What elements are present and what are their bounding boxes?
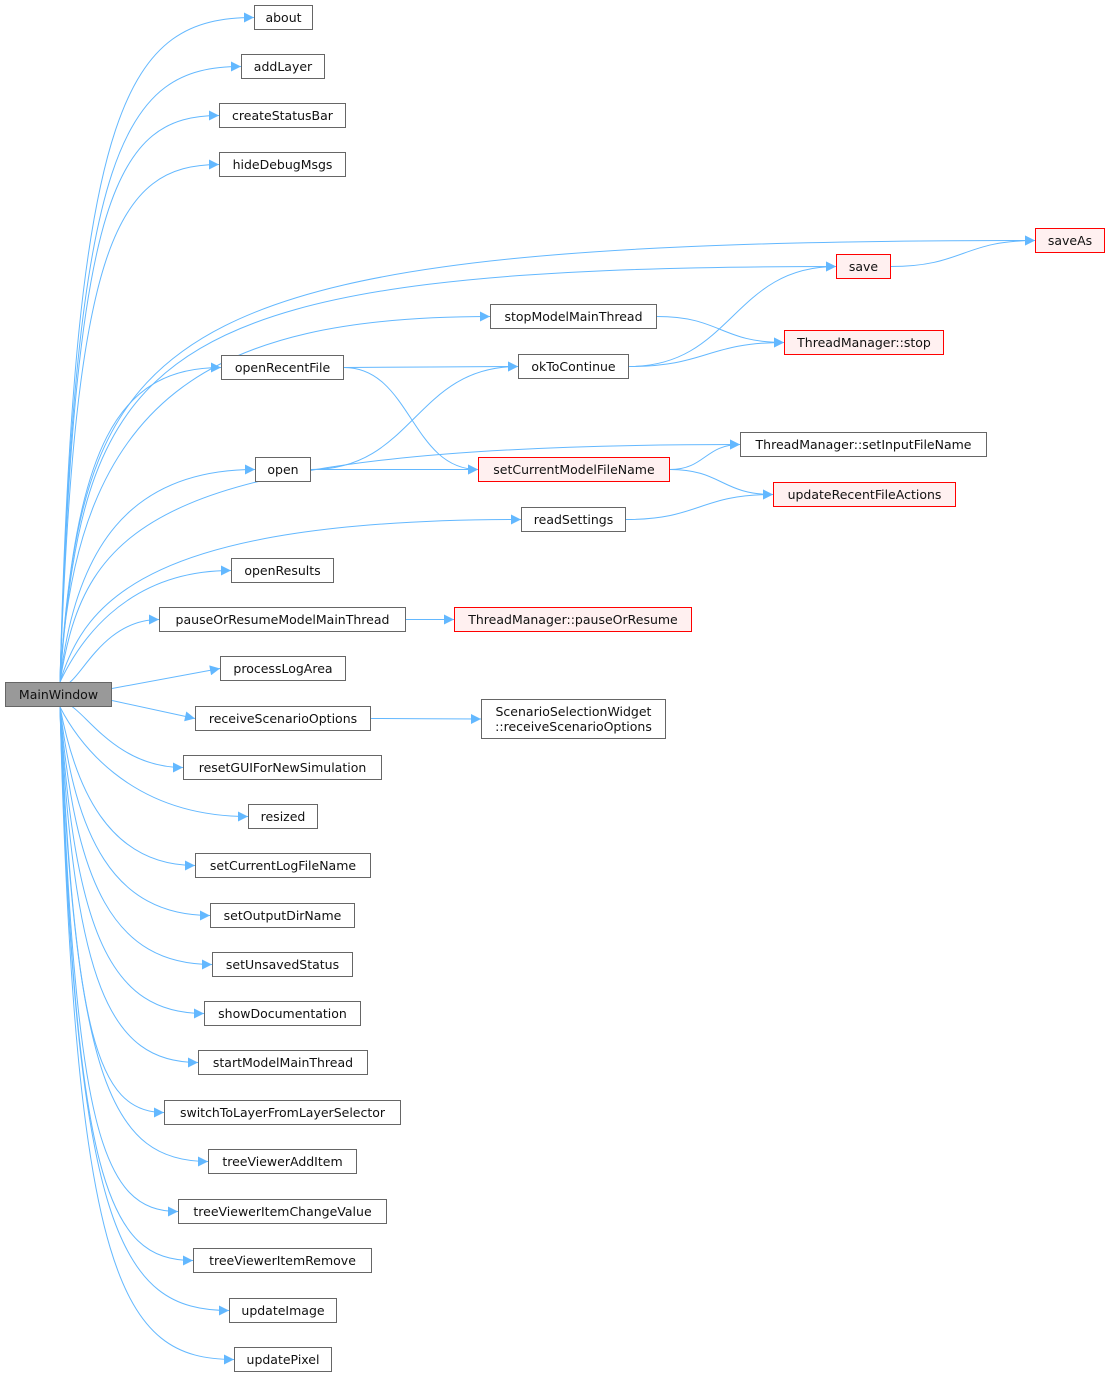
edge-main-window-to-stop-model-main-thread	[59, 311, 491, 683]
node-process-log-area[interactable]: processLogArea	[220, 656, 346, 681]
node-update-pixel[interactable]: updatePixel	[234, 1347, 332, 1372]
node-thread-manager-set-input-file-name[interactable]: ThreadManager::setInputFileName	[740, 432, 987, 457]
node-thread-manager-pause-or-resume[interactable]: ThreadManager::pauseOrResume	[454, 607, 692, 632]
edge-main-window-to-open	[59, 464, 256, 683]
edge-open-recent-file-to-set-current-model-file-name	[343, 367, 479, 475]
edge-main-window-to-read-settings	[59, 514, 522, 683]
node-update-image[interactable]: updateImage	[229, 1298, 337, 1323]
edge-set-current-model-file-name-to-tm-set-input	[669, 439, 741, 470]
edge-main-window-to-update-image	[59, 706, 230, 1316]
node-set-current-log-file-name[interactable]: setCurrentLogFileName	[195, 853, 371, 878]
edge-main-window-to-create-status-bar	[59, 110, 220, 683]
node-ok-to-continue[interactable]: okToContinue	[518, 354, 629, 379]
edge-main-window-to-hide-debug-msgs	[59, 159, 220, 683]
edge-main-window-to-pause-or-resume-model-main-thread	[59, 614, 160, 685]
edge-set-current-model-file-name-to-update-recent-file-actions	[669, 469, 774, 500]
edge-main-window-to-start-model-main-thread	[59, 706, 199, 1068]
edge-stop-model-main-thread-to-tm-stop	[656, 316, 785, 348]
edge-ok-to-continue-to-tm-stop	[628, 337, 785, 367]
edge-main-window-to-resized	[59, 706, 249, 822]
node-thread-manager-stop[interactable]: ThreadManager::stop	[784, 330, 944, 355]
edge-main-window-to-save	[59, 261, 837, 683]
edge-main-window-to-add-layer	[59, 61, 242, 683]
edge-main-window-to-tm-set-input	[59, 439, 741, 683]
node-pause-or-resume-model-main-thread[interactable]: pauseOrResumeModelMainThread	[159, 607, 406, 632]
edge-main-window-to-show-documentation	[59, 706, 205, 1019]
node-save-as[interactable]: saveAs	[1035, 228, 1105, 253]
node-tree-viewer-add-item[interactable]: treeViewerAddItem	[208, 1149, 357, 1174]
edge-main-window-to-open-results	[59, 565, 232, 683]
node-open[interactable]: open	[255, 457, 311, 482]
node-resized[interactable]: resized	[248, 804, 318, 829]
node-tree-viewer-item-remove[interactable]: treeViewerItemRemove	[193, 1248, 372, 1273]
edge-open-to-ok-to-continue	[310, 361, 519, 470]
node-set-unsaved-status[interactable]: setUnsavedStatus	[212, 952, 353, 977]
node-open-recent-file[interactable]: openRecentFile	[221, 355, 344, 380]
edge-main-window-to-save-as	[59, 235, 1036, 683]
edge-main-window-to-set-unsaved-status	[59, 706, 213, 970]
node-set-output-dir-name[interactable]: setOutputDirName	[210, 903, 355, 928]
edge-main-window-to-tree-viewer-item-change-value	[59, 706, 179, 1217]
edge-main-window-to-switch-to-layer-from-layer-selector	[59, 706, 165, 1118]
edge-main-window-to-set-output-dir-name	[59, 706, 211, 921]
node-open-results[interactable]: openResults	[231, 558, 334, 583]
node-read-settings[interactable]: readSettings	[521, 507, 626, 532]
node-hide-debug-msgs[interactable]: hideDebugMsgs	[219, 152, 346, 177]
node-add-layer[interactable]: addLayer	[241, 54, 325, 79]
node-update-recent-file-actions[interactable]: updateRecentFileActions	[773, 482, 956, 507]
node-create-status-bar[interactable]: createStatusBar	[219, 103, 346, 128]
edge-main-window-to-about	[59, 12, 255, 683]
edge-main-window-to-process-log-area	[111, 665, 221, 689]
node-stop-model-main-thread[interactable]: stopModelMainThread	[490, 304, 657, 329]
edge-main-window-to-update-pixel	[59, 706, 235, 1365]
edge-main-window-to-receive-scenario-options	[111, 700, 196, 722]
node-scenario-selection-widget-receive-scenario-options[interactable]: ScenarioSelectionWidget ::receiveScenari…	[481, 699, 666, 739]
edge-ok-to-continue-to-save	[628, 261, 837, 367]
node-start-model-main-thread[interactable]: startModelMainThread	[198, 1050, 368, 1075]
node-main-window: MainWindow	[5, 682, 112, 707]
node-reset-guifor-new-simulation[interactable]: resetGUIForNewSimulation	[183, 755, 382, 780]
node-save[interactable]: save	[836, 254, 891, 279]
node-switch-to-layer-from-layer-selector[interactable]: switchToLayerFromLayerSelector	[164, 1100, 401, 1125]
edge-main-window-to-set-current-log-file-name	[59, 706, 196, 871]
node-set-current-model-file-name[interactable]: setCurrentModelFileName	[478, 457, 670, 482]
edge-receive-scenario-options-to-ssw	[370, 713, 482, 724]
edge-main-window-to-tree-viewer-add-item	[59, 706, 209, 1167]
edge-main-window-to-tree-viewer-item-remove	[59, 706, 194, 1266]
edge-main-window-to-open-recent-file	[59, 362, 222, 683]
edge-read-settings-to-update-recent-file-actions	[625, 489, 774, 520]
edge-save-to-save-as	[890, 235, 1036, 267]
edge-main-window-to-reset-guifor-new-simulation	[59, 703, 184, 773]
node-tree-viewer-item-change-value[interactable]: treeViewerItemChangeValue	[178, 1199, 387, 1224]
node-show-documentation[interactable]: showDocumentation	[204, 1001, 361, 1026]
edge-open-recent-file-to-ok-to-continue	[343, 361, 519, 372]
node-about[interactable]: about	[254, 5, 313, 30]
node-receive-scenario-options[interactable]: receiveScenarioOptions	[195, 706, 371, 731]
